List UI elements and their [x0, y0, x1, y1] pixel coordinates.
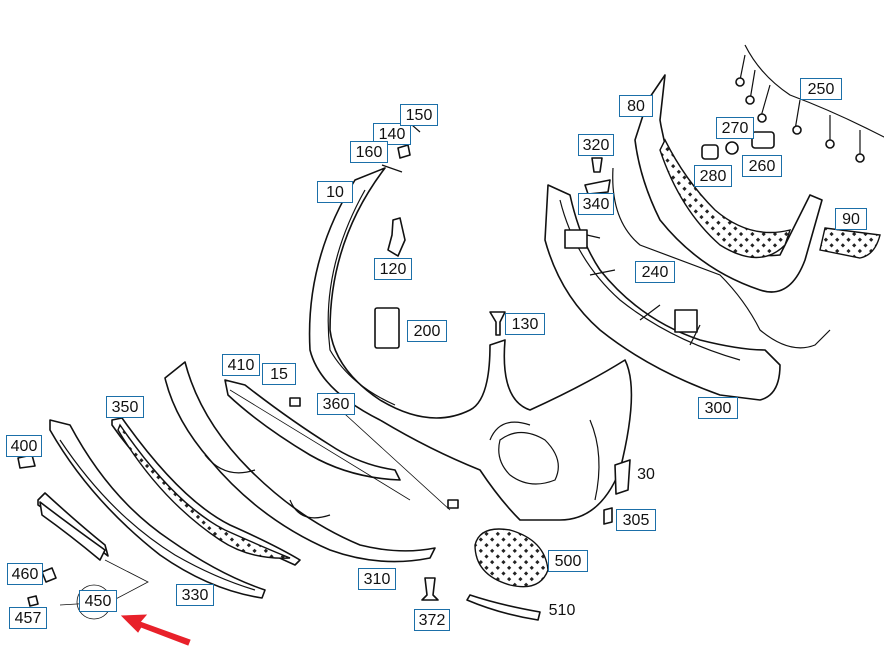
part-130-clip [489, 311, 506, 336]
part-457-nut [27, 595, 39, 607]
label-140: 140 [373, 123, 411, 145]
label-260: 260 [742, 155, 782, 177]
part-140-clip [397, 144, 411, 159]
label-450: 450 [79, 590, 117, 612]
label-30: 30 [637, 466, 655, 483]
part-250-wiring-harness [735, 44, 884, 163]
parts-sensors [701, 131, 775, 160]
label-510: 510 [548, 602, 576, 619]
part-305-clip [603, 507, 613, 525]
part-30-sensor-bracket [614, 459, 631, 495]
part-340-clip [584, 179, 611, 195]
label-457: 457 [9, 607, 47, 629]
part-510-chrome-strip [466, 594, 541, 621]
label-280: 280 [694, 165, 732, 187]
label-500: 500 [548, 550, 588, 572]
label-10: 10 [317, 181, 353, 203]
part-320-bolt [591, 157, 603, 173]
label-120: 120 [374, 258, 412, 280]
part-350-lower-grille [111, 417, 301, 566]
part-360-absorber [224, 379, 401, 481]
label-90: 90 [835, 208, 867, 230]
part-150-screw [411, 124, 421, 133]
label-360: 360 [317, 393, 355, 415]
part-120-bracket [387, 217, 406, 257]
part-160-stud [381, 164, 403, 173]
part-460-screw [41, 567, 57, 583]
label-372: 372 [414, 609, 450, 631]
label-310: 310 [358, 568, 396, 590]
part-300-impact-carrier [544, 184, 781, 401]
label-350: 350 [106, 396, 144, 418]
label-300: 300 [698, 397, 738, 419]
part-90-side-grille [819, 227, 881, 259]
part-200-control-module [374, 307, 400, 349]
part-500-round-grille [474, 528, 549, 588]
label-340: 340 [578, 193, 614, 215]
label-15: 15 [262, 363, 296, 385]
label-410: 410 [222, 354, 260, 376]
part-372-bolt [421, 577, 439, 601]
label-460: 460 [7, 563, 43, 585]
highlight-arrow [120, 614, 191, 646]
label-320: 320 [578, 134, 614, 156]
label-160: 160 [350, 141, 388, 163]
part-310-trim-strip [164, 361, 436, 563]
label-240: 240 [635, 261, 675, 283]
label-330: 330 [176, 584, 214, 606]
label-250: 250 [800, 78, 842, 100]
label-150: 150 [400, 104, 438, 126]
label-80: 80 [619, 95, 653, 117]
label-305: 305 [616, 509, 656, 531]
label-270: 270 [716, 117, 754, 139]
part-330-lower-trim [49, 419, 266, 599]
part-240-cable [612, 167, 831, 349]
label-200: 200 [407, 320, 447, 342]
label-130: 130 [505, 313, 545, 335]
part-10-bumper-cover [308, 167, 633, 521]
label-400: 400 [6, 435, 42, 457]
